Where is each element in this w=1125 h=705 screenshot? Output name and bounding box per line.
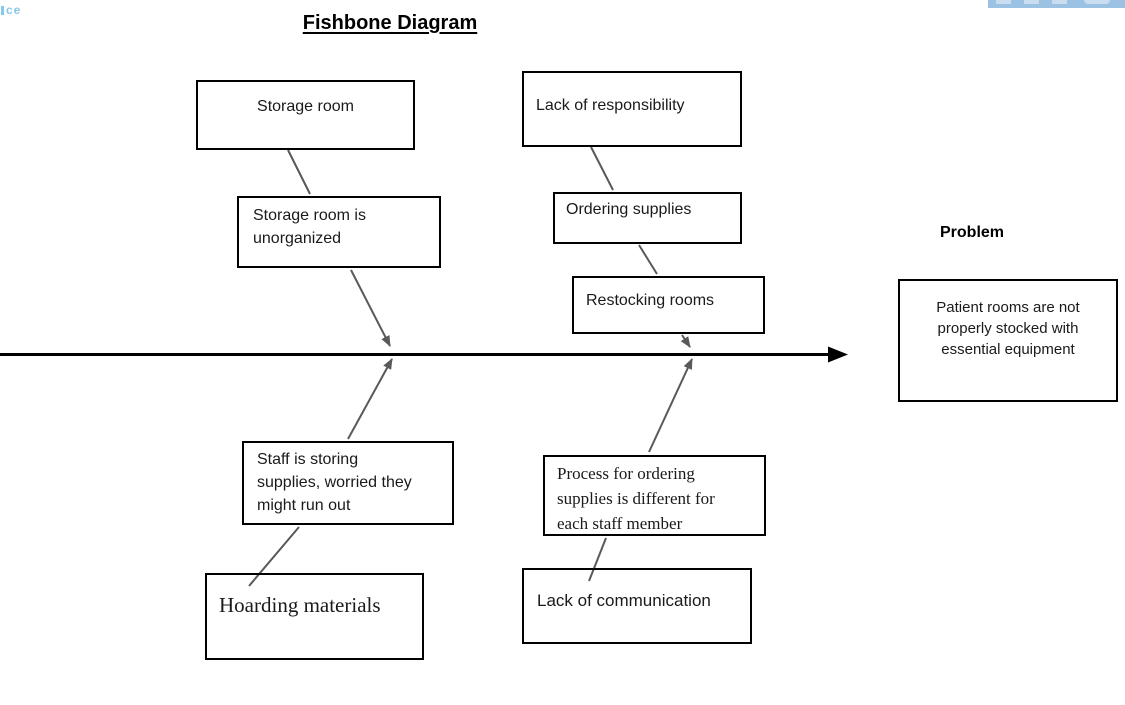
problem-statement-box: Patient rooms are not properly stocked w… xyxy=(898,279,1118,402)
spine-arrowhead-icon xyxy=(828,346,848,363)
cause-box-storage-room: Storage room xyxy=(196,80,415,150)
connector-communication-to-process xyxy=(588,537,607,582)
cause-box-hoarding-materials: Hoarding materials xyxy=(205,573,424,660)
banner-dash xyxy=(996,0,1011,4)
banner-dash xyxy=(1084,0,1110,4)
connector-ordering-to-restocking xyxy=(638,244,658,275)
connector-responsibility-to-ordering xyxy=(590,146,614,191)
cause-box-storage-room-unorganized: Storage room is unorganized xyxy=(237,196,441,268)
connector-process-to-spine xyxy=(648,358,693,453)
cause-box-staff-storing-supplies: Staff is storing supplies, worried they … xyxy=(242,441,454,525)
connector-unorganized-to-spine xyxy=(350,269,391,347)
connector-restocking-to-spine xyxy=(680,334,691,348)
connector-storage-to-unorganized xyxy=(287,149,311,195)
top-right-banner xyxy=(988,0,1125,8)
banner-dash xyxy=(1024,0,1039,4)
problem-heading: Problem xyxy=(940,224,1005,241)
banner-dash xyxy=(1052,0,1067,4)
cause-box-lack-of-responsibility: Lack of responsibility xyxy=(522,71,742,147)
cause-box-process-for-ordering: Process for ordering supplies is differe… xyxy=(543,455,766,536)
cause-box-restocking-rooms: Restocking rooms xyxy=(572,276,765,334)
page-title: Fishbone Diagram xyxy=(302,12,478,34)
cause-box-lack-of-communication: Lack of communication xyxy=(522,568,752,644)
cause-box-ordering-supplies: Ordering supplies xyxy=(553,192,742,244)
connector-hoarding-to-staff xyxy=(248,526,300,587)
connector-staff-to-spine xyxy=(347,358,393,440)
logo-text-fragment: ce xyxy=(6,3,22,17)
clipped-letter-fragment xyxy=(1,6,4,15)
